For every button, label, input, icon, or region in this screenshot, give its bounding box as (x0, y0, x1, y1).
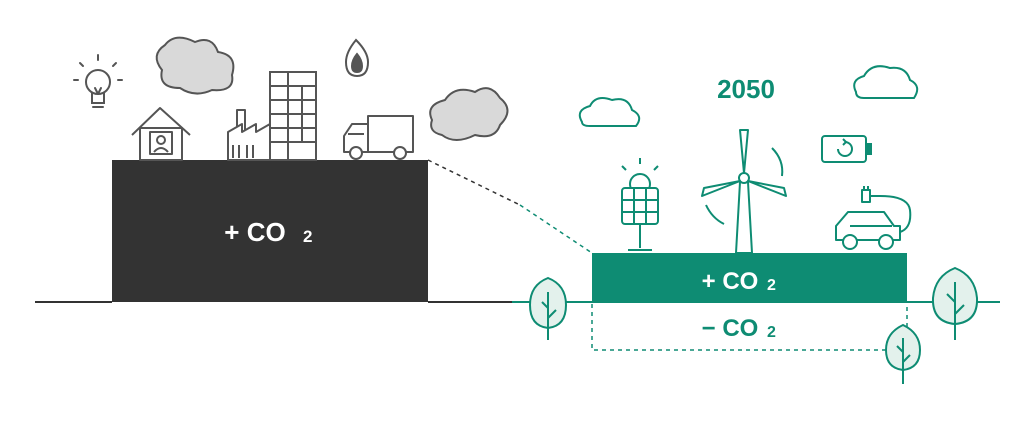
today-emission-label: + CO (224, 217, 285, 247)
light-bulb-icon (73, 54, 123, 108)
electric-car-icon (835, 186, 912, 250)
tree-icon (884, 323, 922, 384)
cloud-icon (578, 97, 641, 127)
today-emission-block (112, 160, 428, 302)
factory-icon (227, 109, 271, 161)
smoke-cloud-icon (155, 36, 235, 95)
year-label: 2050 (717, 74, 775, 104)
battery-icon (821, 135, 872, 163)
truck-icon (343, 115, 414, 160)
dashed-connector-green (519, 204, 593, 254)
solar-panel-icon (621, 158, 659, 251)
smoke-cloud-icon (429, 87, 509, 141)
future-removal-label: − CO (702, 315, 759, 342)
tree-icon (528, 276, 568, 340)
future-emission-sub: 2 (767, 277, 776, 294)
tree-icon (931, 266, 979, 340)
cloud-icon (853, 65, 919, 99)
future-emission-label: + CO (702, 268, 759, 295)
flame-icon (344, 38, 370, 78)
future-removal-sub: 2 (767, 324, 776, 341)
dashed-connector-dark (427, 159, 521, 206)
wind-turbine-icon (701, 129, 787, 254)
future-emission-block (592, 253, 907, 302)
office-building-icon (269, 71, 317, 161)
today-emission-sub: 2 (303, 227, 312, 246)
house-icon (131, 107, 191, 161)
